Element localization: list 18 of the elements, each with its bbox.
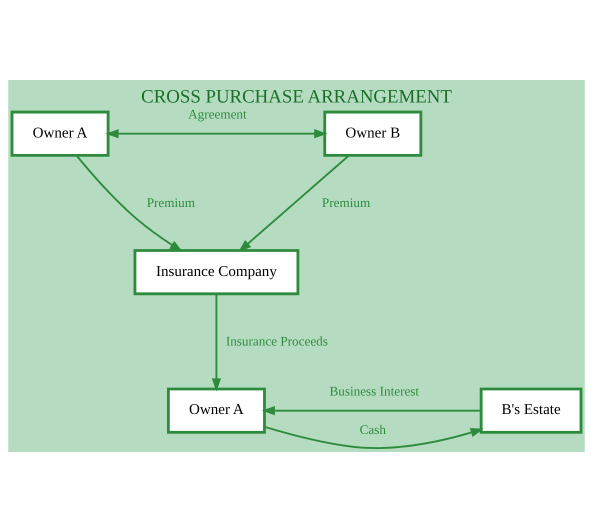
edge-label: Cash — [360, 421, 386, 436]
node-box: B's Estate — [480, 387, 582, 434]
arrow — [76, 154, 183, 252]
node-box: Owner A — [166, 387, 266, 434]
diagram-title: CROSS PURCHASE ARRANGEMENT — [141, 86, 452, 108]
arrow — [212, 293, 222, 392]
edge-label: Agreement — [188, 106, 247, 121]
arrow — [238, 154, 350, 252]
arrow — [264, 425, 484, 448]
node-box: Insurance Company — [134, 248, 300, 295]
edge-label: Insurance Proceeds — [226, 332, 328, 348]
node-box: Owner A — [10, 110, 110, 156]
node-box: Owner B — [323, 110, 422, 156]
edge-label: Business Interest — [329, 382, 420, 398]
arrow — [105, 128, 328, 138]
edge-label: Premium — [146, 194, 196, 210]
edge-label: Premium — [322, 194, 370, 210]
arrow — [262, 406, 482, 415]
